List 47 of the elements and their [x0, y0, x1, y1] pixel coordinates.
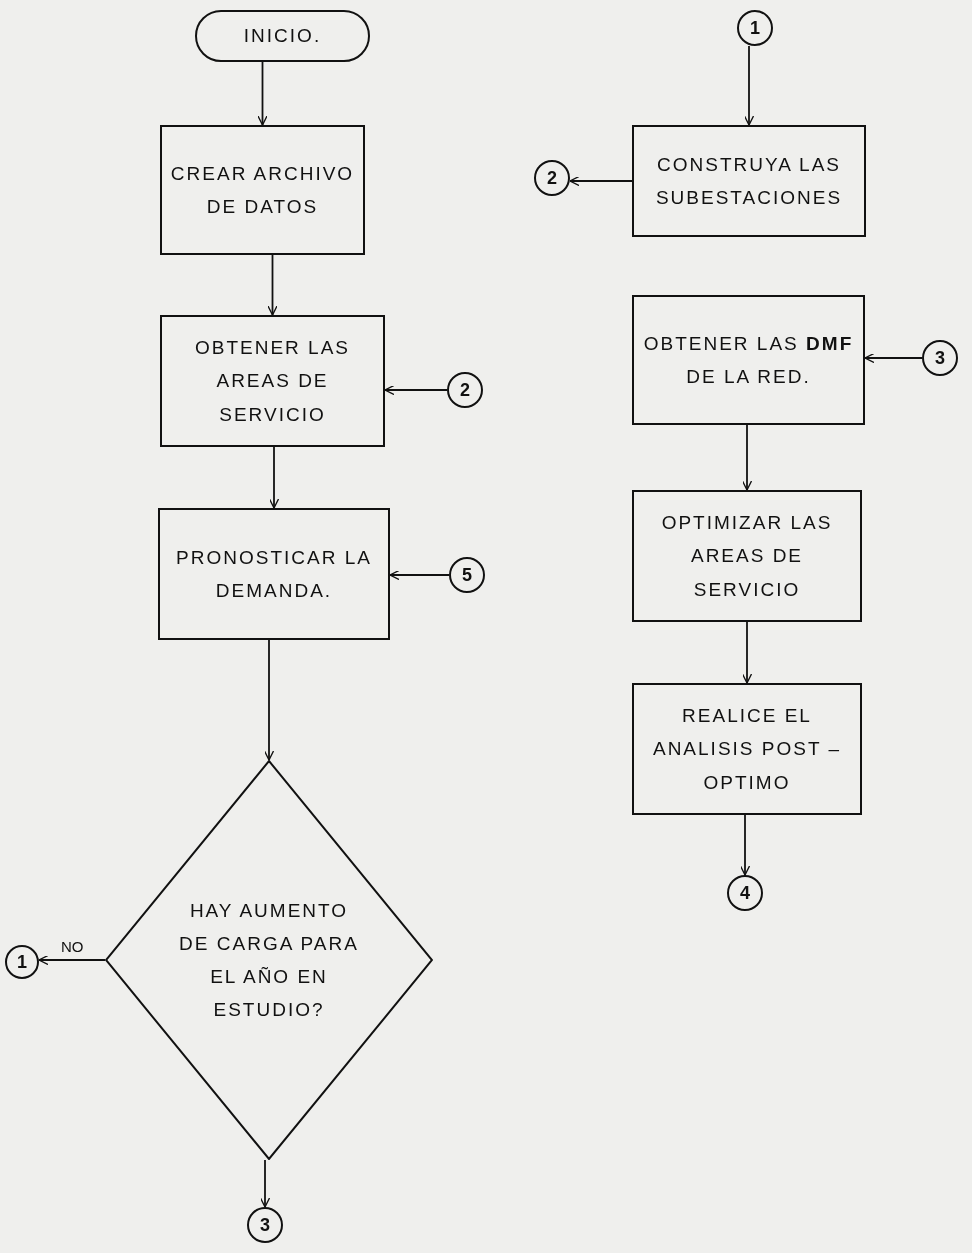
connector-number: 1: [750, 19, 760, 37]
connector-circle: [737, 10, 773, 46]
arrow: [739, 814, 751, 876]
connector-number: 5: [462, 566, 472, 584]
step-text: CONSTRUYA LAS SUBESTACIONES: [654, 152, 844, 210]
arrow: [38, 954, 106, 966]
step-text: REALICE EL ANALISIS POST – OPTIMO: [651, 704, 843, 795]
process-box: [632, 125, 866, 237]
connector-number: 2: [547, 169, 557, 187]
connector-circle: [5, 945, 39, 979]
connector-circle: [247, 1207, 283, 1243]
process-box: [158, 508, 390, 640]
connector-circle: [449, 557, 485, 593]
step-text: PRONOSTICAR LA DEMANDA.: [175, 545, 373, 603]
arrow: [389, 569, 450, 581]
connector-circle: [447, 372, 483, 408]
connector-number: 3: [260, 1216, 270, 1234]
arrow: [741, 424, 753, 491]
connector-number: 1: [17, 953, 27, 971]
process-box: [632, 683, 862, 815]
arrow: [257, 61, 268, 126]
connector-number: 2: [460, 381, 470, 399]
terminator-shape: [195, 10, 370, 62]
arrow: [743, 45, 755, 126]
step-text: CREAR ARCHIVO DE DATOS: [169, 161, 356, 219]
arrow: [268, 446, 280, 509]
step-text: OBTENER LAS DMF DE LA RED.: [642, 331, 855, 389]
arrow: [864, 352, 923, 364]
arrow: [741, 621, 753, 684]
arrow: [263, 639, 275, 761]
connector-number: 4: [740, 884, 750, 902]
connector-number: 3: [935, 349, 945, 367]
process-box: [160, 125, 365, 255]
step-text: HAY AUMENTO DE CARGA PARA EL AÑO EN ESTUDIO?: [178, 898, 360, 1023]
step-text: INICIO.: [242, 24, 323, 49]
process-box: [632, 490, 862, 622]
connector-circle: [534, 160, 570, 196]
arrow: [259, 1159, 271, 1208]
step-text: OBTENER LAS AREAS DE SERVICIO: [193, 336, 351, 427]
connector-circle: [727, 875, 763, 911]
process-box: [160, 315, 385, 447]
step-text: OPTIMIZAR LAS AREAS DE SERVICIO: [660, 511, 834, 602]
arrow: [384, 384, 448, 396]
arrow: [569, 175, 633, 187]
process-box: [632, 295, 865, 425]
arrow: [267, 254, 278, 316]
connector-circle: [922, 340, 958, 376]
